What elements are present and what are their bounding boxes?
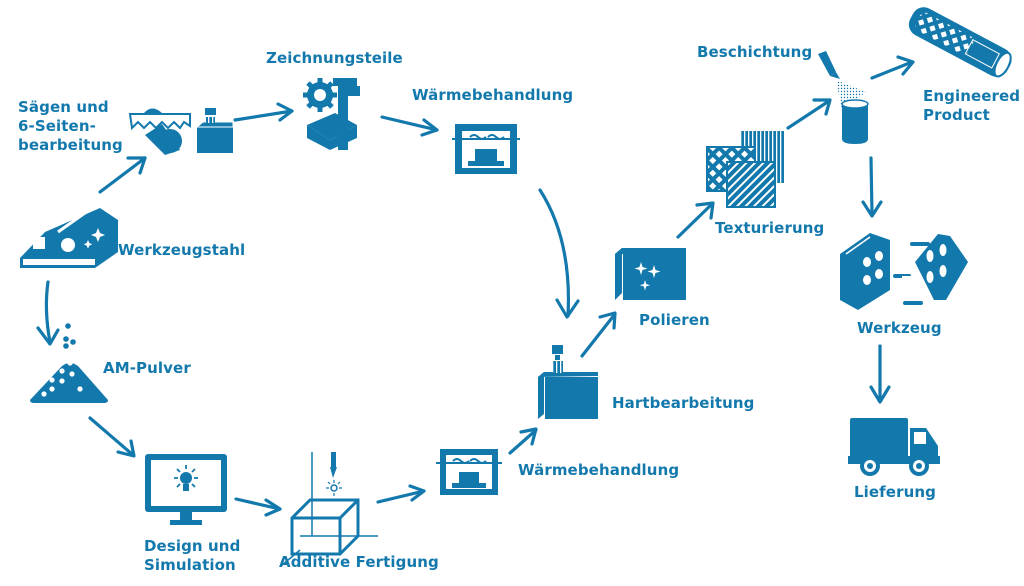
polished-cube-icon [615, 248, 686, 300]
label-zeichnungsteile: Zeichnungsteile [266, 49, 403, 67]
laser-printing-icon [280, 452, 378, 567]
label-am-pulver: AM-Pulver [103, 359, 191, 377]
label-waermebehandlung-2: Wärmebehandlung [518, 461, 680, 479]
label-engineered-product: Engineered Product [923, 87, 1020, 125]
label-line: Design und [144, 537, 241, 555]
arrow-saegen-zeichnungsteile [233, 102, 294, 122]
label-saegen: Sägen und 6-Seiten- bearbeitung [18, 98, 123, 155]
label-additive-fertigung: Additive Fertigung [279, 553, 439, 571]
coating-spray-icon [818, 51, 869, 144]
saw-machining-icon [128, 108, 234, 155]
label-texturierung: Texturierung [715, 219, 825, 237]
arrow-hartbearbeitung-polieren [580, 311, 617, 358]
label-werkzeugstahl: Werkzeugstahl [118, 241, 246, 259]
arrow-waerme2-hartbearbeitung [508, 427, 538, 455]
arrow-werkzeug-lieferung [869, 344, 891, 404]
label-line: Engineered [923, 87, 1021, 105]
label-hartbearbeitung: Hartbearbeitung [612, 394, 755, 412]
arrow-polieren-texturierung [676, 201, 715, 239]
label-waermebehandlung-1: Wärmebehandlung [412, 86, 574, 104]
powder-pile-icon [30, 323, 108, 403]
label-line: bearbeitung [18, 136, 123, 154]
gear-caliper-icon [303, 78, 360, 150]
monitor-bulb-icon [145, 454, 227, 525]
milling-block-icon [538, 345, 598, 419]
label-beschichtung: Beschichtung [697, 43, 813, 61]
engineered-cylinder-icon [908, 7, 1012, 78]
arrow-design-additive [234, 497, 282, 517]
label-polieren: Polieren [639, 311, 710, 329]
arrow-werkzeugstahl-ampulver [36, 280, 60, 346]
label-werkzeug: Werkzeug [857, 319, 942, 337]
furnace-icon [436, 449, 502, 495]
arrow-texturierung-beschichtung [786, 98, 832, 130]
texture-samples-icon [706, 131, 784, 208]
delivery-truck-icon [848, 418, 940, 476]
label-line: Simulation [144, 556, 236, 574]
arrow-waerme1-hartbearbeitung [538, 188, 580, 319]
label-design: Design und Simulation [144, 537, 240, 575]
arrow-zeichnungsteile-waerme1 [380, 115, 439, 137]
label-line: 6-Seiten- [18, 117, 96, 135]
arrow-additive-waerme2 [376, 484, 426, 504]
arrow-werkzeugstahl-saegen [98, 156, 147, 194]
arrow-beschichtung-engineered [870, 55, 915, 80]
mold-tool-icon [840, 233, 968, 310]
arrow-ampulver-design [88, 416, 136, 458]
arrow-beschichtung-werkzeug [861, 156, 883, 218]
furnace-icon [452, 124, 520, 174]
label-line: Sägen und [18, 98, 109, 116]
label-lieferung: Lieferung [854, 483, 936, 501]
steel-block-icon [20, 206, 118, 268]
label-line: Product [923, 106, 990, 124]
